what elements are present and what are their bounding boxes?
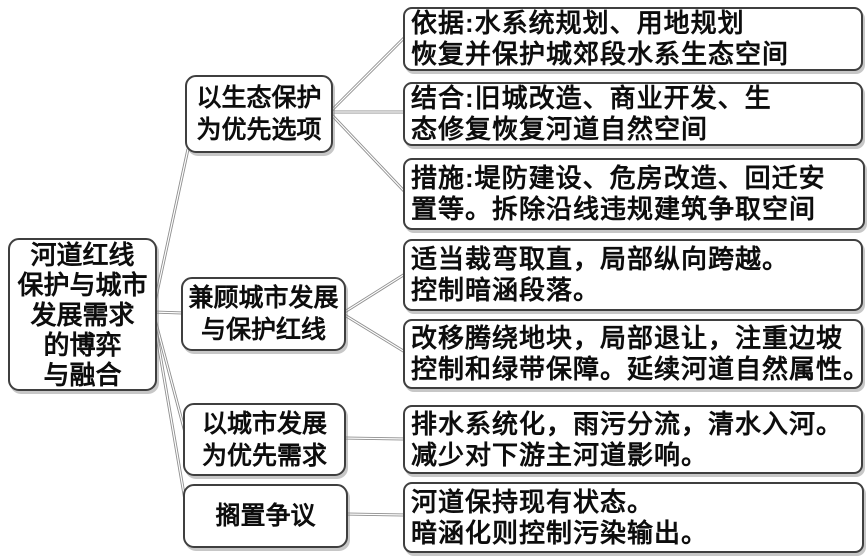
branch-node-city-development-priority: 以城市发展 为优先需求: [183, 403, 346, 476]
leaf-node-relocate-plots: 改移腾绕地块，局部退让，注重边坡 控制和绿带保障。延续河道自然属性。: [403, 319, 868, 389]
branch-node-shelve-dispute: 搁置争议: [183, 484, 348, 548]
branch-node-balance-development-redline: 兼顾城市发展 与保护红线: [181, 277, 346, 351]
leaf-node-basis-planning: 依据:水系统规划、用地规划 恢复并保护城郊段水系生态空间: [403, 7, 863, 71]
branch-node-ecology-priority: 以生态保护 为优先选项: [185, 75, 333, 153]
leaf-node-drainage-system: 排水系统化，雨污分流，清水入河。 减少对下游主河道影响。: [403, 405, 863, 474]
leaf-node-keep-current-state: 河道保持现有状态。 暗涵化则控制污染输出。: [403, 482, 864, 553]
leaf-node-combine-renewal: 结合:旧城改造、商业开发、生 态修复恢复河道自然空间: [403, 82, 863, 146]
leaf-node-measures-demolition: 措施:堤防建设、危房改造、回迁安 置等。拆除沿线违规建筑争取空间: [403, 158, 865, 230]
root-node-river-redline: 河道红线 保护与城市 发展需求 的博弈 与融合: [8, 238, 157, 391]
leaf-node-straighten-channel: 适当裁弯取直，局部纵向跨越。 控制暗涵段落。: [403, 239, 863, 311]
